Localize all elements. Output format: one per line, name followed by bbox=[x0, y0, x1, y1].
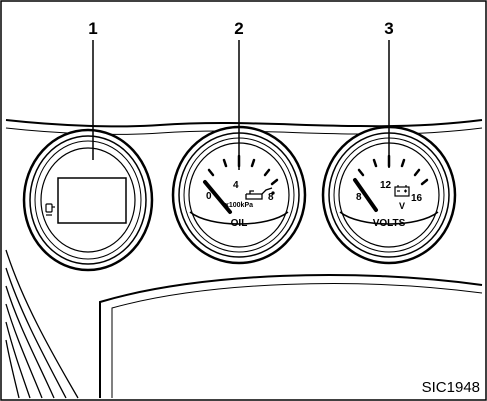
dash-hood-top-line bbox=[5, 119, 483, 128]
volts-gauge-label: VOLTS bbox=[373, 218, 406, 229]
display-screen bbox=[57, 177, 127, 224]
volts-scale-mid: 12 bbox=[380, 180, 392, 191]
oil-unit-label: x100kPa bbox=[225, 202, 253, 209]
volts-gauge-needle bbox=[353, 178, 378, 212]
battery-icon bbox=[394, 185, 410, 197]
gauge-1-display bbox=[22, 128, 154, 272]
center-display-inner-outline bbox=[111, 283, 483, 398]
callout-3: 3 bbox=[384, 19, 393, 38]
oil-scale-min: 0 bbox=[206, 191, 212, 202]
volts-scale-min: 8 bbox=[356, 192, 362, 203]
display-side-icon bbox=[45, 203, 55, 216]
callout-1: 1 bbox=[88, 19, 97, 38]
gauge-3-voltmeter: 8 12 16 V VOLTS bbox=[321, 125, 457, 265]
volts-scale-max: 16 bbox=[411, 193, 423, 204]
center-display-outline bbox=[99, 274, 483, 398]
volts-unit-label: V bbox=[399, 201, 405, 211]
callout-leaders bbox=[92, 40, 390, 170]
figure-code: SIC1948 bbox=[422, 379, 480, 396]
air-vent bbox=[5, 249, 79, 399]
oil-scale-max: 8 bbox=[268, 192, 274, 203]
oil-can-icon bbox=[245, 187, 275, 200]
oil-gauge-label: OIL bbox=[231, 218, 248, 229]
callout-2: 2 bbox=[234, 19, 243, 38]
oil-scale-mid: 4 bbox=[233, 180, 239, 191]
oil-gauge-needle bbox=[203, 180, 232, 214]
